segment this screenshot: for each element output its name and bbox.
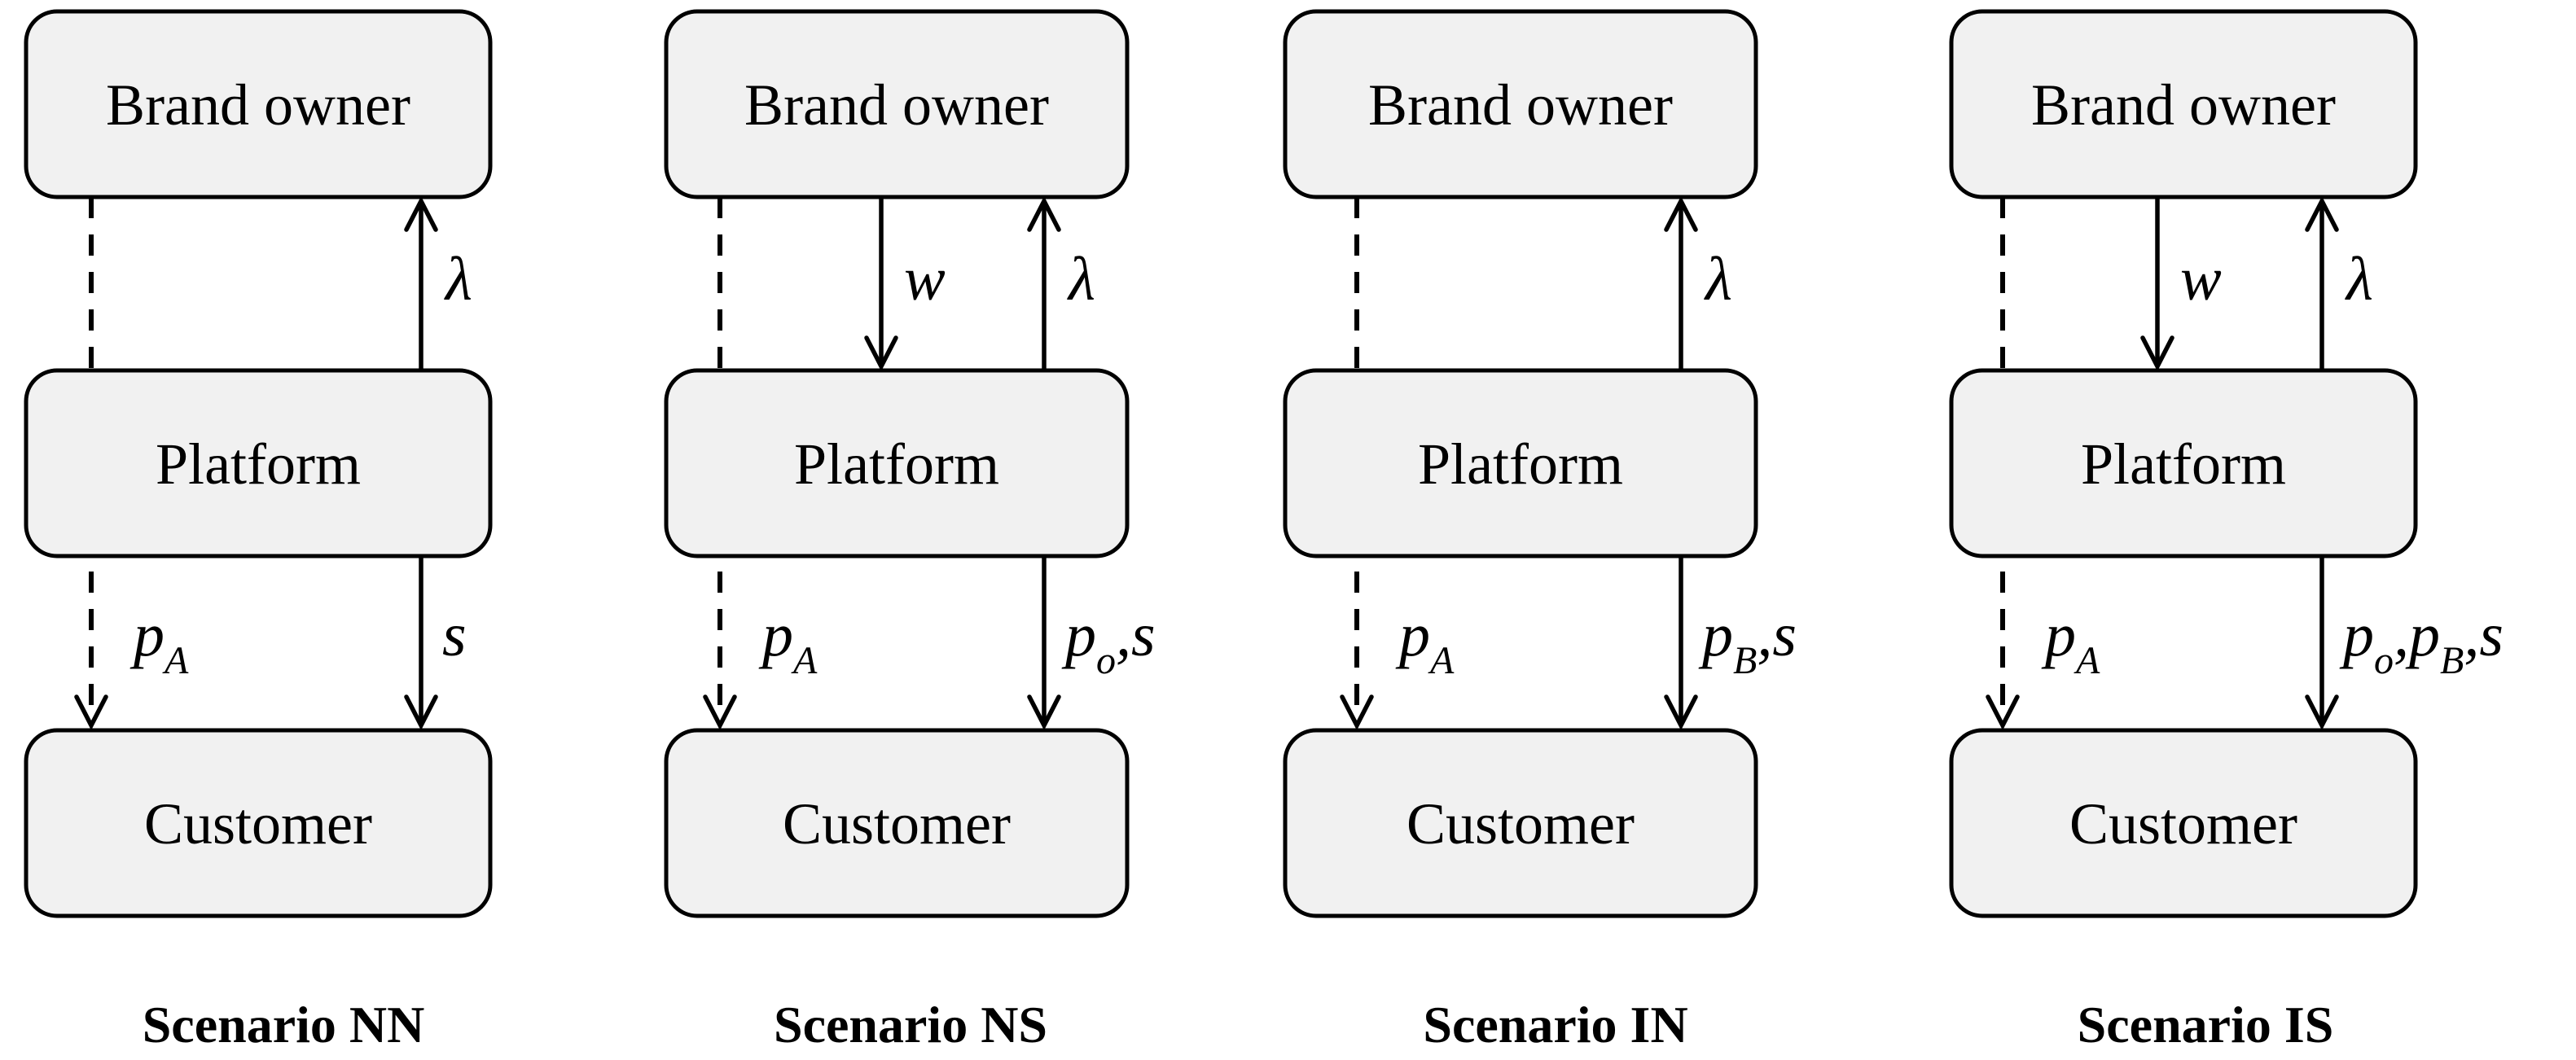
customer-box-label: Customer: [783, 791, 1011, 856]
brand-owner-box: [24, 9, 493, 199]
boxes-layer: [24, 9, 2418, 918]
customer-box: [1949, 728, 2418, 918]
price-dashed-label: pA: [2041, 601, 2100, 682]
w-label: w: [904, 245, 946, 313]
lambda-label: λ: [444, 245, 472, 313]
brand-owner-box-label: Brand owner: [2031, 72, 2336, 138]
scenario-caption: Scenario IN: [1423, 996, 1687, 1053]
brand-owner-box-label: Brand owner: [106, 72, 410, 138]
platform-box-label: Platform: [156, 431, 361, 497]
platform-box: [24, 368, 493, 558]
platform-box-label: Platform: [794, 431, 999, 497]
platform-box-label: Platform: [1418, 431, 1623, 497]
scenario-caption: Scenario IS: [2078, 996, 2334, 1053]
platform-box-label: Platform: [2081, 431, 2286, 497]
lambda-label: λ: [1704, 245, 1732, 313]
brand-owner-box-label: Brand owner: [1368, 72, 1673, 138]
platform-box: [1283, 368, 1758, 558]
brand-owner-box: [1283, 9, 1758, 199]
customer-box-label: Customer: [2069, 791, 2297, 856]
solid-arrows-layer: [404, 195, 2339, 731]
lambda-label: λ: [2345, 245, 2373, 313]
scenario-caption: Scenario NS: [774, 996, 1047, 1053]
brand-owner-box-label: Brand owner: [744, 72, 1049, 138]
price-dashed-label: pA: [129, 601, 189, 682]
customer-box: [24, 728, 493, 918]
scenario-caption: Scenario NN: [143, 996, 425, 1053]
customer-box: [664, 728, 1130, 918]
price-dashed-label: pA: [1395, 601, 1455, 682]
brand-owner-box: [664, 9, 1130, 199]
price-solid-label: s: [442, 601, 467, 669]
brand-owner-box: [1949, 9, 2418, 199]
price-solid-label: pB,s: [1698, 601, 1797, 682]
customer-box: [1283, 728, 1758, 918]
customer-box-label: Customer: [1406, 791, 1635, 856]
platform-box: [1949, 368, 2418, 558]
lambda-label: λ: [1067, 245, 1095, 313]
price-solid-label: po,pB,s: [2339, 601, 2504, 682]
customer-box-label: Customer: [144, 791, 372, 856]
price-solid-label: po,s: [1061, 601, 1156, 682]
price-dashed-label: pA: [758, 601, 818, 682]
w-label: w: [2180, 245, 2222, 313]
